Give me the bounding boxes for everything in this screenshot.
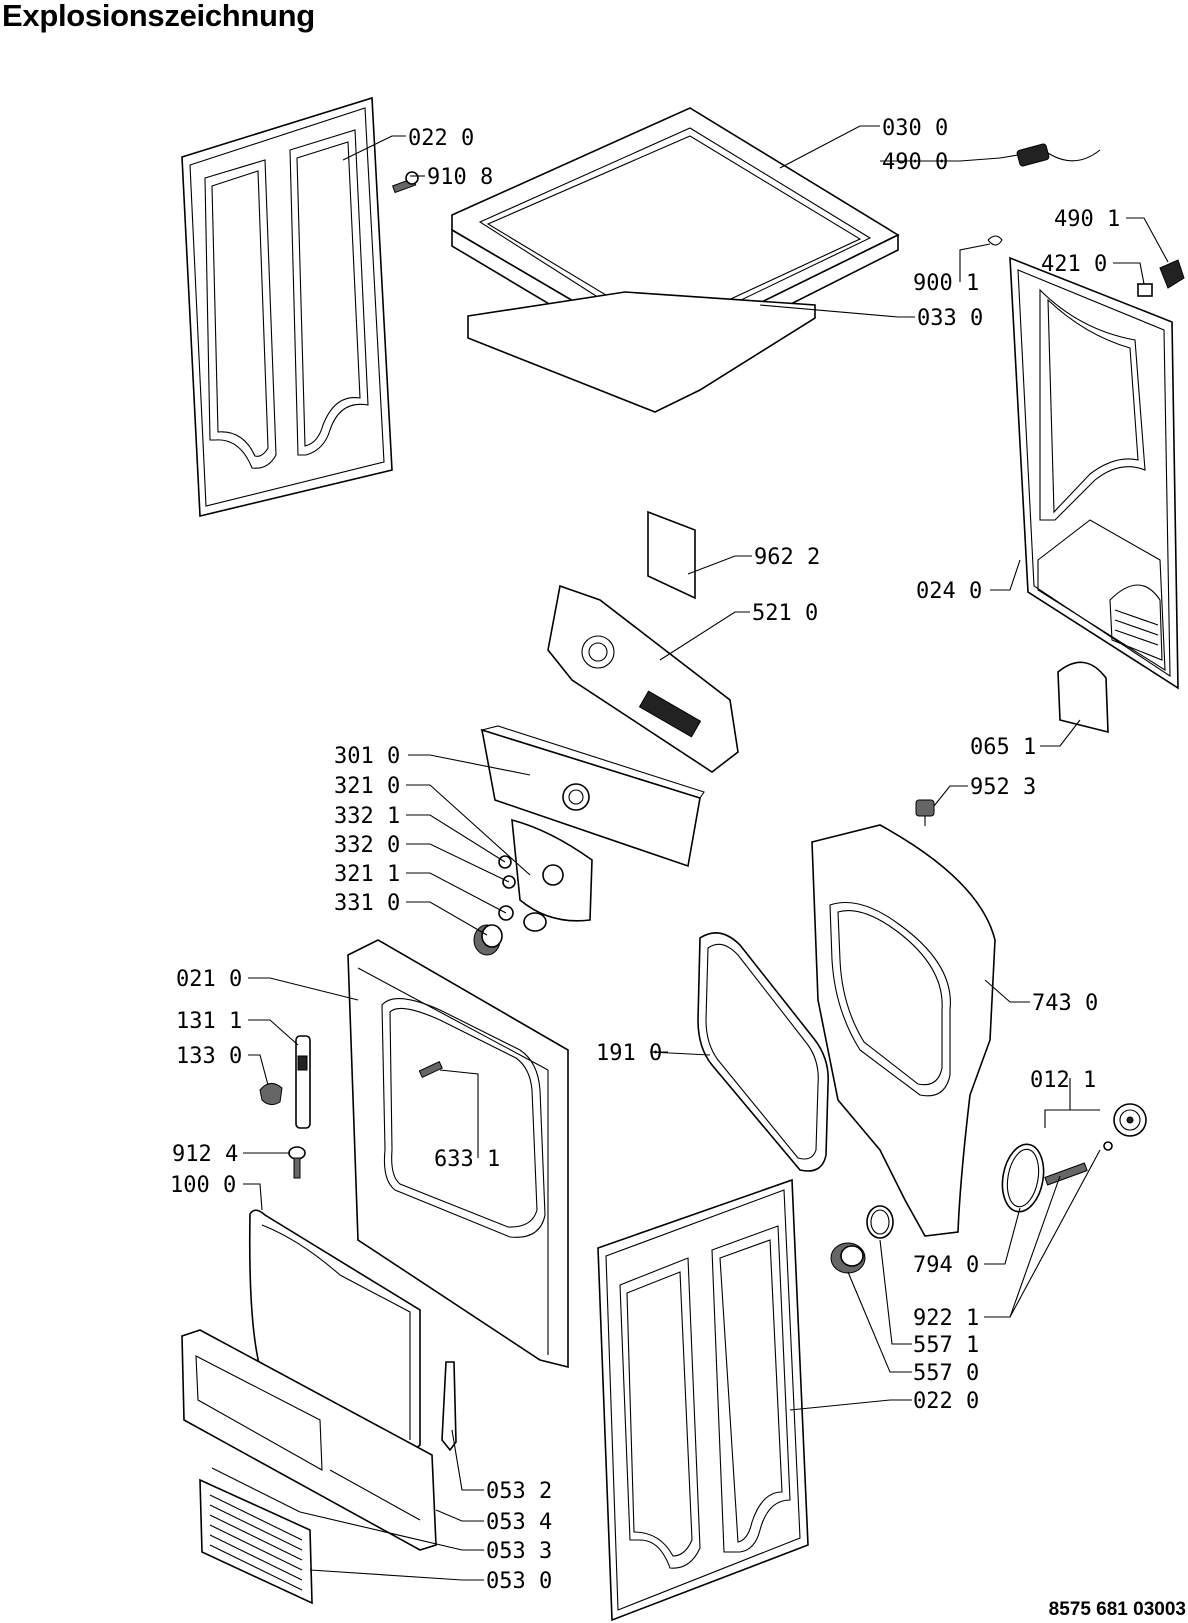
front-panel	[347, 939, 569, 1369]
label-030-0: 030 0	[882, 116, 948, 141]
cover-065-1	[1057, 661, 1109, 734]
label-065-1: 065 1	[970, 735, 1036, 760]
label-033-0: 033 0	[917, 306, 983, 331]
kickplate-frame	[181, 1329, 437, 1551]
label-633-1: 633 1	[434, 1147, 500, 1172]
power-cord	[999, 143, 1101, 167]
label-794-0: 794 0	[913, 1253, 979, 1278]
label-053-2: 053 2	[486, 1479, 552, 1504]
label-557-1: 557 1	[913, 1333, 979, 1358]
label-490-1: 490 1	[1054, 207, 1120, 232]
label-191-0: 191 0	[596, 1041, 662, 1066]
screw-912-4	[288, 1146, 306, 1179]
label-922-1: 922 1	[913, 1306, 979, 1331]
leader-lines	[243, 125, 1169, 1581]
side-panel-right	[597, 1178, 809, 1622]
label-053-0: 053 0	[486, 1569, 552, 1594]
panel-insert	[511, 818, 593, 922]
ring-557-1	[866, 1205, 894, 1239]
label-900-1: 900 1	[913, 271, 979, 296]
clip-900-1	[987, 235, 1003, 246]
label-053-3: 053 3	[486, 1539, 552, 1564]
label-100-0: 100 0	[170, 1173, 236, 1198]
terminal-490-1	[1159, 259, 1185, 289]
knob-331-0	[473, 912, 547, 956]
label-421-0: 421 0	[1041, 252, 1107, 277]
label-331-0: 331 0	[334, 891, 400, 916]
label-910-8: 910 8	[427, 165, 493, 190]
label-962-2: 962 2	[754, 545, 820, 570]
document-number: 8575 681 03003	[1048, 1599, 1186, 1620]
label-133-0: 133 0	[176, 1044, 242, 1069]
filter-grille	[199, 1478, 313, 1605]
door-catch-133-0	[259, 1083, 283, 1106]
label-022-0-bottom: 022 0	[913, 1389, 979, 1414]
door-seal	[697, 932, 830, 1172]
label-557-0: 557 0	[913, 1361, 979, 1386]
top-cover	[451, 107, 900, 371]
control-console	[479, 725, 705, 868]
shaft	[1044, 1141, 1113, 1186]
part-labels: 022 0 910 8 030 0 490 0 490 1 421 0 900 …	[170, 116, 1120, 1594]
control-board	[547, 584, 739, 773]
label-321-0: 321 0	[334, 774, 400, 799]
label-301-0: 301 0	[334, 744, 400, 769]
label-490-0: 490 0	[882, 150, 948, 175]
label-022-0-top: 022 0	[408, 126, 474, 151]
rail-053-3	[211, 1467, 301, 1513]
label-952-3: 952 3	[970, 775, 1036, 800]
label-012-1: 012 1	[1030, 1068, 1096, 1093]
label-521-0: 521 0	[752, 601, 818, 626]
label-912-4: 912 4	[172, 1142, 238, 1167]
label-332-1: 332 1	[334, 804, 400, 829]
page-title: Explosionszeichnung	[2, 0, 315, 33]
rear-bearing-shield	[811, 824, 996, 1237]
clip-421-0	[1137, 283, 1153, 297]
label-743-0: 743 0	[1032, 991, 1098, 1016]
label-024-0: 024 0	[916, 579, 982, 604]
label-053-4: 053 4	[486, 1510, 552, 1535]
label-131-1: 131 1	[176, 1009, 242, 1034]
screw-910-8	[391, 171, 419, 194]
label-321-1: 321 1	[334, 862, 400, 887]
sensor-557-0	[830, 1242, 866, 1274]
part-952-3	[915, 799, 935, 826]
label-021-0: 021 0	[176, 967, 242, 992]
top-plate	[467, 291, 816, 413]
gasket-ring-794-0	[1001, 1143, 1045, 1213]
door-lock-bar	[295, 1035, 311, 1129]
label-332-0: 332 0	[334, 833, 400, 858]
rear-panel	[1009, 256, 1179, 690]
hinge-633-1	[418, 1061, 443, 1079]
side-panel-left	[181, 96, 393, 518]
label-sticker	[647, 510, 696, 600]
bracket-053-2	[441, 1361, 457, 1452]
fan-wheel	[1113, 1103, 1147, 1137]
